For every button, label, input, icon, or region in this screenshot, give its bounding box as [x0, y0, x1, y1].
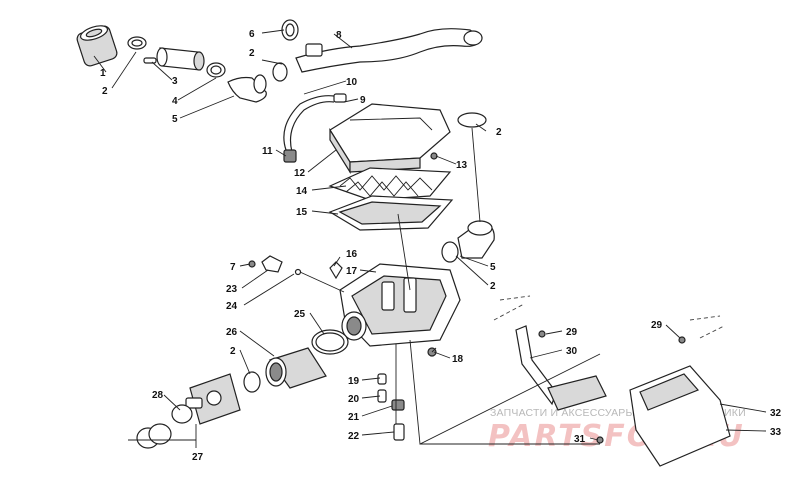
- breather-hose: [283, 93, 347, 153]
- elbow-boot-upper: [227, 74, 267, 103]
- callout-33: 33: [770, 427, 782, 438]
- airbox-cover: [329, 103, 451, 175]
- callout-25: 25: [294, 309, 306, 320]
- callout-15: 15: [296, 207, 308, 218]
- intake-duct: [295, 28, 483, 73]
- callout-27: 27: [192, 452, 204, 463]
- elbow-boot-right: [457, 220, 495, 259]
- bracket-screw-left: [538, 330, 546, 338]
- o-ring: [311, 329, 349, 355]
- callout-26: 26: [226, 327, 238, 338]
- callout-13: 13: [456, 160, 468, 171]
- callout-2-mid-right: 2: [496, 127, 502, 138]
- callout-11: 11: [262, 146, 273, 157]
- breather-connector: [283, 149, 297, 163]
- drain-stack: [377, 373, 405, 441]
- clamp-part-6: [281, 19, 299, 41]
- callout-9: 9: [360, 95, 366, 106]
- callout-18: 18: [452, 354, 464, 365]
- callout-labels: 1 2 3 4 5 2 6 8 10 9 11 12 13 14 15 2 5 …: [100, 29, 782, 463]
- hose-clamp-mid-right: [457, 112, 487, 128]
- hose-clamp-throttle: [171, 404, 193, 424]
- callout-19: 19: [348, 376, 360, 387]
- hose-clamp-boot: [272, 62, 288, 82]
- callout-2-lower: 2: [230, 346, 236, 357]
- mount-bracket: [261, 255, 302, 276]
- callout-29-right: 29: [651, 320, 663, 331]
- hose-clamp-lower: [243, 371, 261, 393]
- callout-6: 6: [249, 29, 255, 40]
- cover-plate: [629, 365, 731, 467]
- callout-17: 17: [346, 266, 358, 277]
- callout-29-left: 29: [566, 327, 578, 338]
- air-filter-element: [76, 25, 118, 67]
- hose-clamp-right: [441, 241, 459, 263]
- bracket-screw-right: [678, 336, 686, 344]
- intake-sleeve: [136, 423, 172, 449]
- callout-5-right: 5: [490, 262, 496, 273]
- callout-28: 28: [152, 390, 164, 401]
- assembly-guides: [128, 127, 725, 448]
- filter-mesh: [328, 167, 452, 201]
- callout-4: 4: [172, 96, 178, 107]
- callout-leaders: [93, 29, 767, 441]
- callout-23: 23: [226, 284, 238, 295]
- callout-24: 24: [226, 301, 238, 312]
- callout-22: 22: [348, 431, 360, 442]
- callout-31: 31: [574, 434, 586, 445]
- callout-32: 32: [770, 408, 782, 419]
- throttle-boot: [265, 347, 327, 389]
- callout-14: 14: [296, 186, 308, 197]
- callout-2-right: 2: [490, 281, 496, 292]
- filter-plate: [328, 195, 454, 231]
- callout-2-upper: 2: [249, 48, 255, 59]
- callout-8: 8: [336, 30, 342, 41]
- breather-fitting: [143, 57, 157, 64]
- callout-12: 12: [294, 168, 306, 179]
- callout-30: 30: [566, 346, 578, 357]
- callout-7: 7: [230, 262, 236, 273]
- intake-tube: [156, 47, 205, 71]
- callout-1: 1: [100, 68, 106, 79]
- hose-clamp-top-left: [127, 36, 147, 50]
- airbox-housing: [339, 263, 461, 347]
- housing-clip: [329, 261, 343, 280]
- hose-clamp-upper: [206, 62, 226, 78]
- callout-3: 3: [172, 76, 178, 87]
- callout-20: 20: [348, 394, 360, 405]
- callout-16: 16: [346, 249, 358, 260]
- callout-5-upper: 5: [172, 114, 178, 125]
- callout-10: 10: [346, 77, 358, 88]
- callout-2-filter: 2: [102, 86, 108, 97]
- throttle-body: [185, 373, 241, 425]
- callout-21: 21: [348, 412, 360, 423]
- mount-bracket-30: [515, 325, 607, 411]
